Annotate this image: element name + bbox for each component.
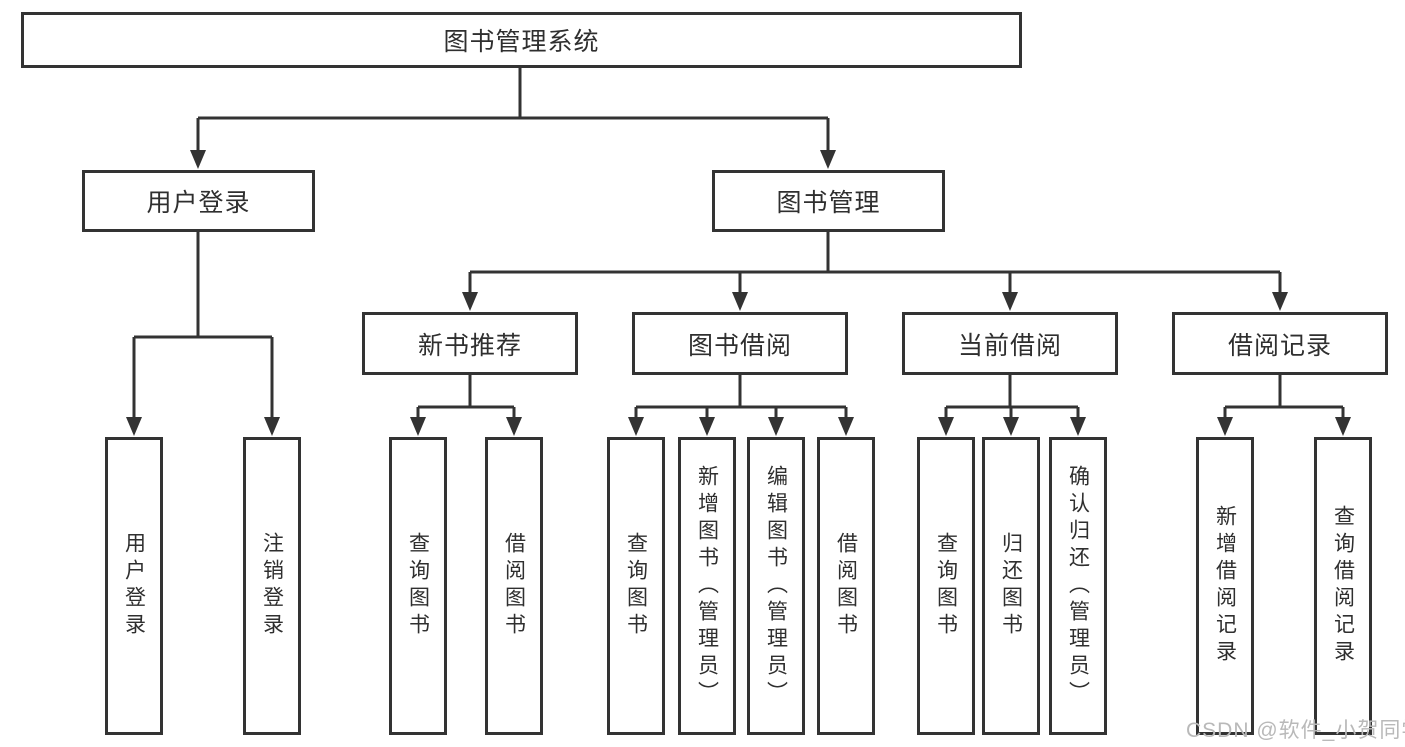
connector-lines	[132, 68, 1345, 419]
arrowheads	[126, 150, 1351, 436]
leaf-query-borrow-record: 查询借阅记录	[1314, 437, 1372, 735]
leaf-query-books-current: 查询图书	[917, 437, 975, 735]
node-new-book-recommendation: 新书推荐	[362, 312, 578, 375]
leaf-add-borrow-record: 新增借阅记录	[1196, 437, 1254, 735]
leaf-query-books-borrowing: 查询图书	[607, 437, 665, 735]
leaf-borrow-books-recommend: 借阅图书	[485, 437, 543, 735]
node-borrowing-records: 借阅记录	[1172, 312, 1388, 375]
node-current-borrowing: 当前借阅	[902, 312, 1118, 375]
node-library-system: 图书管理系统	[21, 12, 1022, 68]
leaf-borrow-books-borrowing: 借阅图书	[817, 437, 875, 735]
node-book-borrowing: 图书借阅	[632, 312, 848, 375]
csdn-watermark: CSDN @软件_小贺同学	[1186, 719, 1405, 742]
leaf-user-login: 用户登录	[105, 437, 163, 735]
leaf-add-books-admin: 新增图书（管理员）	[678, 437, 736, 735]
leaf-return-books: 归还图书	[982, 437, 1040, 735]
leaf-confirm-return-admin: 确认归还（管理员）	[1049, 437, 1107, 735]
leaf-query-books-recommend: 查询图书	[389, 437, 447, 735]
node-user-login-branch: 用户登录	[82, 170, 315, 232]
leaf-edit-books-admin: 编辑图书（管理员）	[747, 437, 805, 735]
node-book-management-branch: 图书管理	[712, 170, 945, 232]
leaf-logout: 注销登录	[243, 437, 301, 735]
